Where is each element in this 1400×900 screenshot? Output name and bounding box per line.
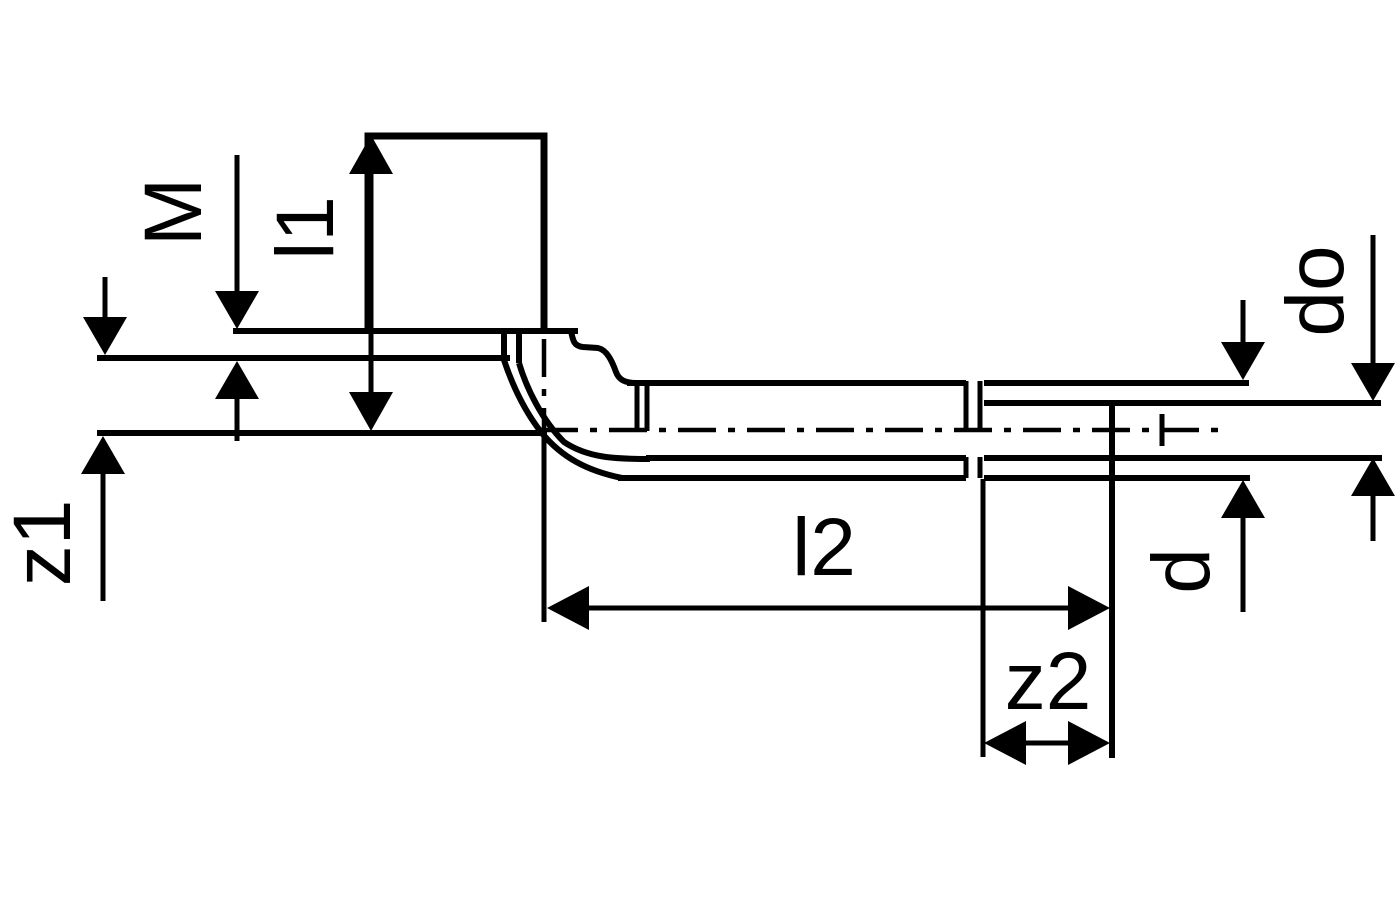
center-lines [540,339,1222,446]
bend-inner-curve [516,362,651,462]
arrowhead-up [215,361,259,399]
dimension-label-do: do [1270,245,1361,337]
dimension-l2 [547,586,1110,630]
dimension-label-z1: z1 [0,499,88,587]
dimension-M [215,155,259,441]
fitting-outline [97,132,1382,758]
arrowhead-up [1351,458,1395,496]
union-nut-outline [364,132,548,333]
arrowhead-right [1068,586,1110,630]
elbow-top-step-curve [568,330,638,386]
arrowhead-down [215,291,259,329]
arrowhead-down [1351,363,1395,401]
arrowhead-down [83,317,127,355]
dimension-label-d: d [1136,548,1227,594]
arrowhead-up [349,135,393,174]
dimension-z2 [984,721,1110,765]
dimension-do [1351,235,1395,541]
arrowhead-right [1068,721,1110,765]
arrowhead-down [1221,342,1265,380]
dimension-z1 [81,277,127,601]
arrowhead-up [1221,480,1265,518]
dimension-d [1221,300,1265,612]
arrowhead-up [81,436,125,474]
dimension-label-M: M [128,177,219,247]
arrowhead-left [984,721,1026,765]
arrowhead-down [349,392,393,431]
dimension-label-l2: l2 [792,502,856,593]
dimension-l1 [349,135,393,431]
dimension-label-l1: l1 [260,196,351,260]
dimension-label-z2: z2 [1004,636,1092,727]
arrowhead-left [547,586,589,630]
extension-lines [541,434,986,757]
